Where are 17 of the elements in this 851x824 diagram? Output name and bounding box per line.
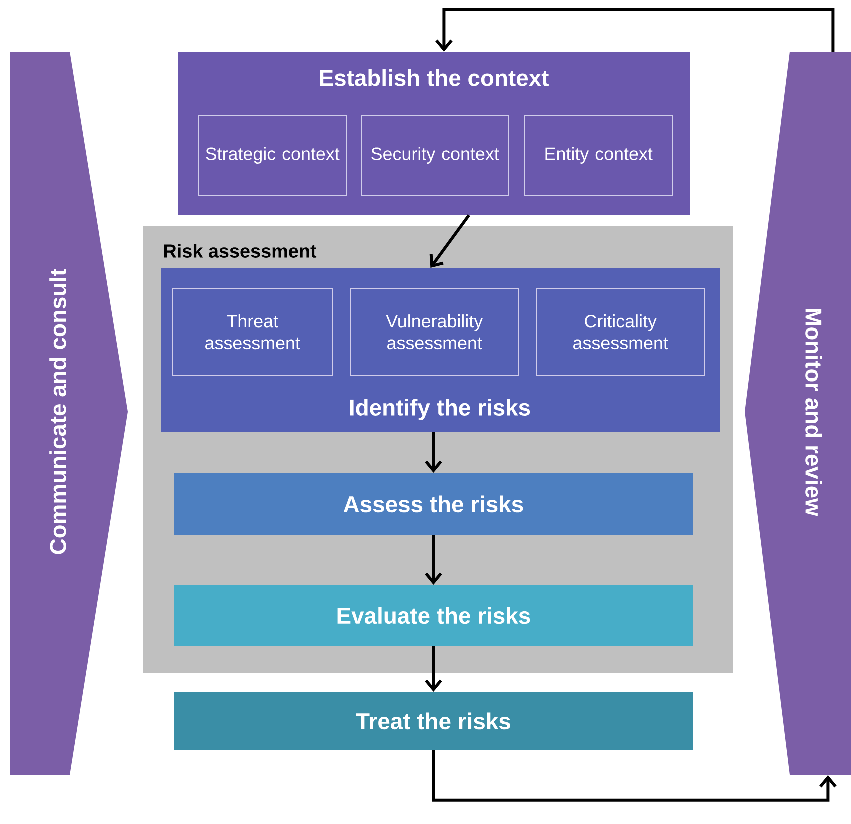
assessment-box: Threat assessment xyxy=(172,288,334,376)
assessment-box: Vulnerability assessment xyxy=(350,288,520,376)
arrow xyxy=(425,432,442,473)
arrow xyxy=(425,535,442,585)
context-box: Security context xyxy=(361,115,510,196)
arrow xyxy=(430,214,470,268)
context-box: Entity context xyxy=(524,115,674,196)
arrow xyxy=(432,750,837,802)
step-box: Assess the risks xyxy=(174,473,694,536)
assessment-box: Criticality assessment xyxy=(536,288,706,376)
step-box: Treat the risks xyxy=(174,692,694,750)
step-box: Evaluate the risks xyxy=(174,585,694,646)
arrow xyxy=(425,646,442,692)
chevron-band: Monitor and review xyxy=(745,52,851,775)
context-box: Strategic context xyxy=(198,115,348,196)
chevron-band: Communicate and consult xyxy=(10,52,128,775)
arrow xyxy=(436,8,835,52)
